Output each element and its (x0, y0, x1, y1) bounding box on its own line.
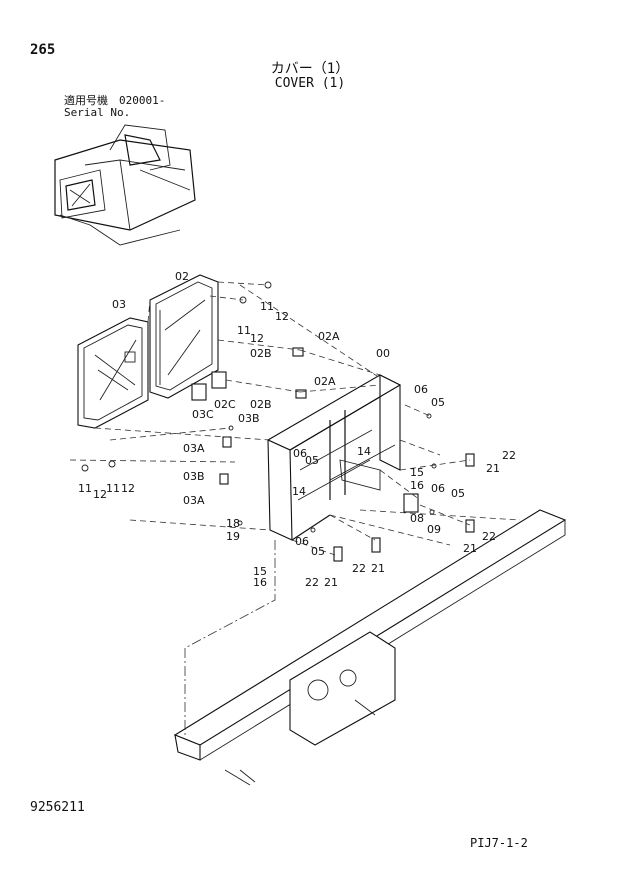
callout: 03C (192, 408, 214, 421)
callout: 21 (324, 576, 338, 589)
document-number: 9256211 (30, 800, 85, 815)
callout: 02 (175, 270, 189, 283)
callout: 18 (226, 517, 240, 530)
callout: 03A (183, 442, 205, 455)
callout: 02C (214, 398, 236, 411)
callout: 03 (112, 298, 126, 311)
callout: 11 (106, 482, 120, 495)
cover-panel-03 (77, 317, 149, 429)
callout: 12 (93, 488, 107, 501)
callout: 05 (451, 487, 465, 500)
callout: 14 (357, 445, 371, 458)
serial-label-english: Serial No. (64, 106, 131, 119)
machine-thumbnail (54, 124, 196, 246)
callout: 00 (376, 347, 390, 360)
callout: 22 (305, 576, 319, 589)
cover-panel-02 (149, 274, 227, 401)
callout: 11 (237, 324, 251, 337)
title-japanese: カバー（1） (270, 61, 350, 77)
callout: 11 (78, 482, 92, 495)
callout: 15 (253, 565, 267, 578)
callout: 09 (427, 523, 441, 536)
callout: 22 (482, 530, 496, 543)
frame-00 (266, 374, 402, 541)
callout: 12 (275, 310, 289, 323)
callout: 16 (253, 576, 267, 589)
callout: 16 (410, 479, 424, 492)
callout: 05 (311, 545, 325, 558)
callout: 02A (314, 375, 336, 388)
callout: 22 (502, 449, 516, 462)
callout: 19 (226, 530, 240, 543)
title-english: COVER (1) (274, 76, 346, 91)
page-number: 265 (30, 42, 56, 58)
callout: 03B (183, 470, 205, 483)
callout: 05 (431, 396, 445, 409)
callout: 05 (305, 454, 319, 467)
callout: 22 (352, 562, 366, 575)
callout: 21 (371, 562, 385, 575)
callout: 12 (250, 332, 264, 345)
base-frame-rail (173, 509, 567, 786)
callout: 03B (238, 412, 260, 425)
callout: 15 (410, 466, 424, 479)
callout: 02B (250, 398, 272, 411)
callout: 11 (260, 300, 274, 313)
callout: 12 (121, 482, 135, 495)
sheet-code: PIJ7-1-2 (470, 836, 528, 850)
callout: 14 (292, 485, 306, 498)
serial-label-japanese: 適用号機 020001- (64, 94, 166, 107)
callout: 21 (486, 462, 500, 475)
callout: 08 (410, 512, 424, 525)
callout-labels: 02 03 00 11 12 11 12 02A 02B 02A 02B 02C… (78, 270, 516, 589)
serial-number-label: 適用号機 020001- Serial No. (64, 95, 165, 119)
callout: 06 (295, 535, 309, 548)
callout: 06 (414, 383, 428, 396)
callout: 21 (463, 542, 477, 555)
callout: 03A (183, 494, 205, 507)
callout: 02A (318, 330, 340, 343)
callout: 06 (293, 447, 307, 460)
callout: 02B (250, 347, 272, 360)
assembly-leaders (69, 281, 521, 735)
callout: 06 (431, 482, 445, 495)
